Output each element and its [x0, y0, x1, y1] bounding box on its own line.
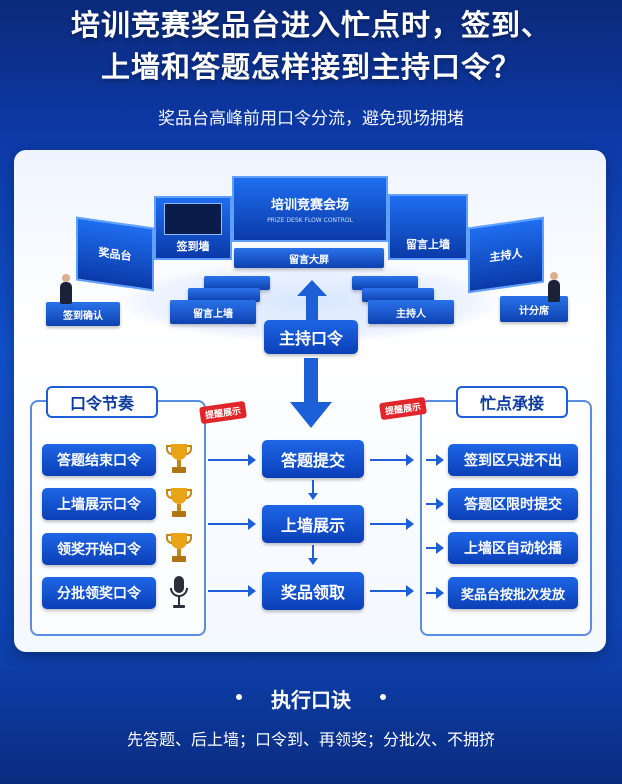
arrow-flow-down-1 [308, 480, 318, 500]
cue-item-answer-end: 答题结束口令 [42, 444, 156, 476]
arrow-into-right-2 [426, 498, 444, 510]
flow-answer-submit: 答题提交 [262, 440, 364, 478]
flow-wall-display: 上墙展示 [262, 505, 364, 543]
host-cue-box: 主持口令 [264, 320, 358, 354]
busy-item-wall: 上墙区自动轮播 [448, 532, 578, 564]
desk-right-mid [362, 288, 434, 302]
page-subtitle: 奖品台高峰前用口令分流，避免现场拥堵 [158, 109, 464, 129]
execution-title: 执行口诀 [271, 688, 351, 712]
page-title-line-1: 培训竞赛奖品台进入忙点时，签到、 [70, 8, 551, 42]
arrow-into-right-3 [426, 542, 444, 554]
arrow-into-right-4 [426, 587, 444, 599]
main-screen-title: 培训竞赛会场 [270, 198, 349, 213]
arrow-into-right-1 [426, 454, 444, 466]
arrow-flow-to-right-3 [370, 585, 414, 597]
center-message-desk: 留言大屏 [234, 248, 384, 268]
desk-left-back [204, 276, 270, 290]
arrow-flow-to-right-1 [370, 454, 414, 466]
desk-left-mid [188, 288, 260, 302]
staff-right-icon [548, 272, 560, 302]
busy-item-checkin: 签到区只进不出 [448, 444, 578, 476]
left-screen-prize-desk: 奖品台 [76, 216, 154, 292]
footer-dot-left [236, 694, 242, 700]
microphone-icon [168, 575, 194, 609]
down-arrow-icon [290, 358, 332, 428]
footer-dot-right [380, 694, 386, 700]
trophy-icon [166, 531, 192, 565]
right-screen-message-wall: 留言上墙 [388, 194, 468, 260]
arrow-left-to-flow-3 [208, 585, 256, 597]
main-screen-subtitle: PRIZE DESK FLOW CONTROL [267, 217, 353, 224]
video-feed-icon [164, 203, 222, 235]
cue-item-prize-start: 领奖开始口令 [42, 533, 156, 565]
main-screen: 培训竞赛会场 PRIZE DESK FLOW CONTROL [232, 176, 388, 242]
busy-point-title: 忙点承接 [456, 386, 568, 418]
right-screen-host: 主持人 [468, 216, 544, 294]
arrow-left-to-flow-2 [208, 518, 256, 530]
busy-item-answer: 答题区限时提交 [448, 488, 578, 520]
left-screen-checkin-label: 签到墙 [176, 240, 210, 253]
arrow-flow-down-2 [308, 545, 318, 565]
busy-item-prize: 奖品台按批次发放 [448, 577, 578, 609]
desk-right-back [352, 276, 418, 290]
cue-item-batch-prize: 分批领奖口令 [42, 577, 156, 609]
arrow-flow-to-right-2 [370, 518, 414, 530]
desk-right-front: 主持人 [368, 300, 454, 324]
trophy-icon [166, 486, 192, 520]
side-desk-checkin: 签到确认 [46, 302, 120, 326]
left-screen-checkin-wall: 签到墙 [154, 196, 232, 260]
arrow-left-to-flow-1 [208, 454, 256, 466]
execution-text: 先答题、后上墙；口令到、再领奖；分批次、不拥挤 [126, 730, 495, 749]
up-arrow-icon [297, 280, 327, 320]
staff-left-icon [60, 274, 72, 304]
page-title-line-2: 上墙和答题怎样接到主持口令？ [100, 50, 521, 84]
desk-left-front: 留言上墙 [170, 300, 256, 324]
cue-item-wall-display: 上墙展示口令 [42, 488, 156, 520]
trophy-icon [166, 442, 192, 476]
flow-prize-collect: 奖品领取 [262, 572, 364, 610]
cue-rhythm-title: 口令节奏 [46, 386, 158, 418]
